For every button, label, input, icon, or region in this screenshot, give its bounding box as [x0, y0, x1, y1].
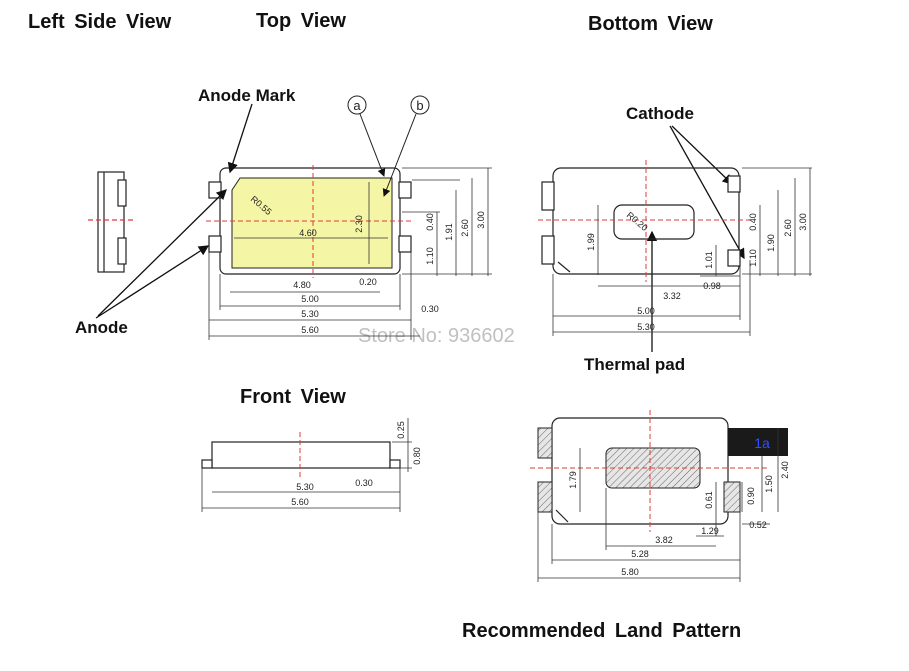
dimension-label: 1.91	[444, 223, 454, 241]
dimension-label: 1.50	[764, 475, 774, 493]
dimension-label: 1.10	[748, 249, 758, 267]
bottom-view-title: Bottom View	[588, 13, 713, 35]
anode-mark-label: Anode Mark	[198, 86, 296, 105]
dimension-label: 1.10	[425, 247, 435, 265]
dimension-label: 5.80	[621, 567, 639, 577]
dimension-label: 5.30	[301, 309, 319, 319]
dimension-label: 1.90	[766, 234, 776, 252]
dimension-label: 0.98	[703, 281, 721, 291]
dimension-label: 5.30	[637, 322, 655, 332]
dimension-label: 3.00	[798, 213, 808, 231]
marker-a	[347, 95, 386, 177]
dimension-label: 5.00	[637, 306, 655, 316]
dimension-label: 5.30	[296, 482, 314, 492]
top-inner-height: 2.30	[354, 215, 364, 233]
land-pattern-outline	[551, 417, 729, 525]
dimension-label: 2.60	[460, 219, 470, 237]
land-pattern-dimension-lines	[537, 428, 779, 582]
thermal-pad-label: Thermal pad	[584, 355, 686, 374]
dimension-label: 2.40	[780, 461, 790, 479]
bottom-view-package	[541, 167, 741, 275]
pad-1a-text: 1a	[754, 435, 770, 451]
top-inner-width: 4.60	[299, 228, 317, 238]
front-view-package	[201, 441, 401, 469]
dimension-label: 1.01	[704, 251, 714, 269]
front-view-dimension-lines	[201, 418, 412, 512]
top-view-title: Top View	[256, 10, 346, 32]
dimension-label: 4.80	[293, 280, 311, 290]
front-view-title: Front View	[240, 386, 346, 408]
top-view-dimension-text: 4.80 0.20 5.00 5.30 5.60 0.30 0.40 1.91 …	[293, 211, 486, 335]
dimension-label: 5.00	[301, 294, 319, 304]
left-side-view	[88, 171, 136, 273]
front-view-dimension-text: 5.30 0.30 5.60 0.25 0.80	[291, 421, 422, 507]
dimension-label: 0.30	[421, 304, 439, 314]
dimension-label: 0.52	[749, 520, 767, 530]
anode-label: Anode	[75, 318, 128, 337]
dimension-label: 1.29	[701, 526, 719, 536]
callout-arrows	[95, 103, 745, 352]
marker-a-text: a	[353, 98, 361, 113]
dimension-label: 0.80	[412, 447, 422, 465]
dimension-label: 5.60	[301, 325, 319, 335]
dimension-label: 0.40	[748, 213, 758, 231]
dimension-label: 1.79	[568, 471, 578, 489]
dimension-label: 5.60	[291, 497, 309, 507]
land-pattern-dimension-text: 1.79 0.61 0.90 1.50 2.40 0.52 1.29 3.82 …	[568, 461, 790, 577]
store-watermark: Store No: 936602	[358, 325, 515, 347]
dimension-label: 0.90	[746, 487, 756, 505]
cathode-label: Cathode	[626, 104, 694, 123]
left-side-view-title: Left Side View	[28, 11, 172, 33]
bottom-radius-label: R0.20	[625, 210, 650, 233]
dimension-label: 3.00	[476, 211, 486, 229]
land-pattern-title: Recommended Land Pattern	[462, 620, 742, 642]
dimension-label: 3.82	[655, 535, 673, 545]
dimension-label: 1.99	[586, 233, 596, 251]
marker-b-text: b	[416, 98, 423, 113]
dimension-label: 0.40	[425, 213, 435, 231]
bottom-view-dimension-lines	[552, 167, 812, 336]
dimension-label: 0.25	[396, 421, 406, 439]
top-view-dimension-lines	[208, 167, 492, 340]
bottom-view-dimension-text: 1.99 1.01 0.98 3.32 5.00 5.30 0.40 1.90 …	[586, 213, 808, 332]
dimension-label: 0.30	[355, 478, 373, 488]
led-emitter	[231, 177, 393, 269]
dimension-label: 2.60	[783, 219, 793, 237]
dimension-label: 0.61	[704, 491, 714, 509]
marker-b	[382, 95, 430, 197]
dimension-label: 3.32	[663, 291, 681, 301]
dimension-label: 5.28	[631, 549, 649, 559]
dimension-label: 0.20	[359, 277, 377, 287]
